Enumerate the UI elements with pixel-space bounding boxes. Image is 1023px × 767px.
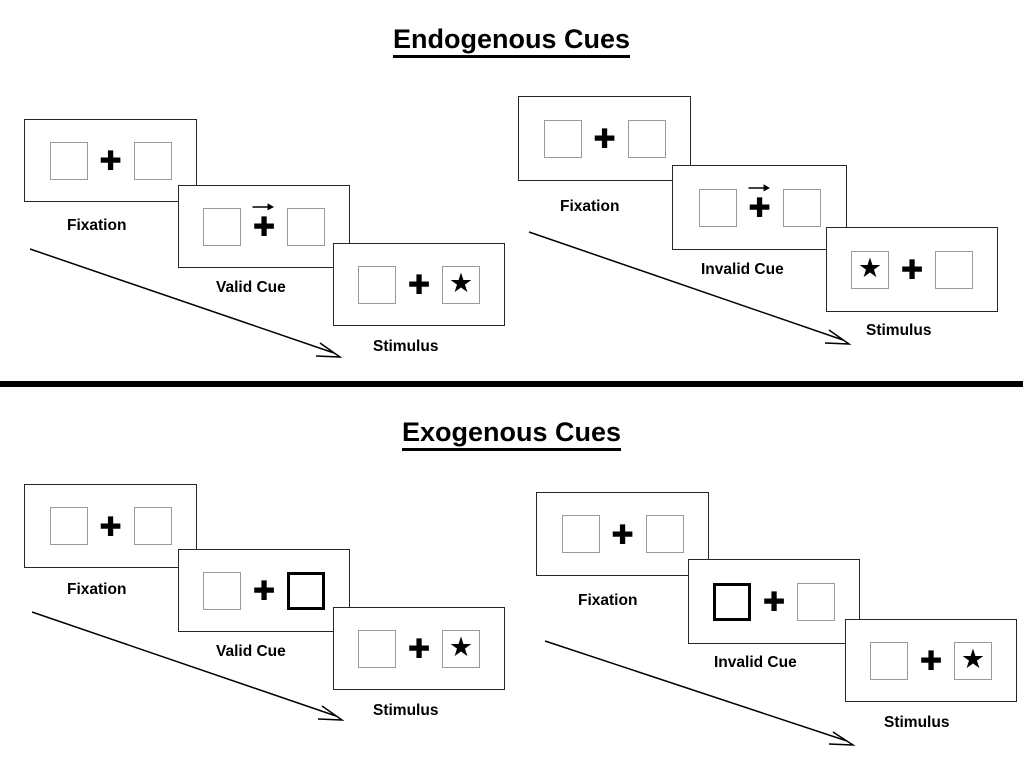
frame-exogenous-valid-stimulus: ✚ ★ <box>333 607 505 690</box>
left-box-cued <box>713 582 751 621</box>
fixation-cross-icon: ✚ <box>762 587 786 618</box>
fixation-cross-slot: ✚ <box>582 116 628 162</box>
right-box <box>133 507 172 545</box>
time-arrow-exogenous-invalid <box>544 640 856 746</box>
fixation-cross-icon: ✚ <box>252 212 276 243</box>
frame-label-exogenous-invalid-fixation: Fixation <box>578 592 638 609</box>
left-box <box>49 141 88 180</box>
cue-arrow-right-icon <box>252 202 275 210</box>
frame-exogenous-invalid-stimulus: ✚ ★ <box>845 619 1017 702</box>
left-box <box>358 629 396 668</box>
left-box <box>358 265 396 304</box>
frame-label-endogenous-valid-stimulus: Stimulus <box>373 338 439 355</box>
frame-label-endogenous-invalid-stimulus: Stimulus <box>866 322 932 339</box>
fixation-cross-icon: ✚ <box>407 270 431 301</box>
frame-label-exogenous-valid-cue: Valid Cue <box>216 643 286 660</box>
left-box <box>203 207 241 246</box>
right-box <box>645 515 684 553</box>
right-box <box>627 119 666 158</box>
frame-endogenous-invalid-fixation: ✚ <box>518 96 691 181</box>
left-box <box>870 641 908 680</box>
fixation-cross-icon: ✚ <box>919 646 943 677</box>
frame-label-exogenous-invalid-cue: Invalid Cue <box>714 654 797 671</box>
right-box <box>287 207 325 246</box>
fixation-cross-slot: ✚ <box>751 579 797 625</box>
left-box <box>561 515 600 553</box>
target-star-icon: ★ <box>960 644 986 675</box>
section-divider <box>0 381 1023 387</box>
cue-arrow-right-icon <box>748 183 770 191</box>
fixation-cross-slot: ✚ <box>88 138 134 184</box>
frame-endogenous-valid-fixation: ✚ <box>24 119 197 202</box>
frame-label-endogenous-invalid-cue: Invalid Cue <box>701 261 784 278</box>
right-box <box>133 141 172 180</box>
frame-label-endogenous-valid-fixation: Fixation <box>67 217 127 234</box>
frame-label-exogenous-valid-stimulus: Stimulus <box>373 702 439 719</box>
right-box <box>782 188 821 227</box>
left-box <box>49 507 88 545</box>
fixation-cross-slot: ✚ <box>600 511 646 557</box>
fixation-cross-slot: ✚ <box>396 262 442 308</box>
fixation-cross-icon: ✚ <box>407 634 431 665</box>
fixation-cross-slot: ✚ <box>241 202 287 250</box>
frame-label-exogenous-valid-fixation: Fixation <box>67 581 127 598</box>
fixation-cross-slot: ✚ <box>88 503 134 549</box>
frame-exogenous-valid-fixation: ✚ <box>24 484 197 568</box>
fixation-cross-icon: ✚ <box>611 519 634 551</box>
left-box <box>203 571 241 610</box>
target-star-icon: ★ <box>448 268 474 299</box>
target-star-icon: ★ <box>857 253 883 284</box>
target-star-icon: ★ <box>448 632 474 663</box>
frame-endogenous-invalid-stimulus: ★ ✚ <box>826 227 998 312</box>
left-box-with-target: ★ <box>851 250 889 289</box>
frame-endogenous-invalid-cue: ✚ <box>672 165 847 250</box>
right-box-with-target: ★ <box>442 265 480 304</box>
fixation-cross-slot: ✚ <box>737 183 783 231</box>
right-box-cued <box>287 571 325 610</box>
section-title-endogenous: Endogenous Cues <box>0 24 1023 58</box>
section-title-endogenous-text: Endogenous Cues <box>392 24 630 58</box>
fixation-cross-icon: ✚ <box>99 146 122 177</box>
fixation-cross-slot: ✚ <box>889 247 935 293</box>
right-box <box>935 250 973 289</box>
fixation-cross-icon: ✚ <box>900 255 924 286</box>
right-box-with-target: ★ <box>954 641 992 680</box>
frame-exogenous-valid-cue: ✚ <box>178 549 350 632</box>
fixation-cross-slot: ✚ <box>241 568 287 614</box>
frame-endogenous-valid-cue: ✚ <box>178 185 350 268</box>
left-box <box>698 188 737 227</box>
section-title-exogenous: Exogenous Cues <box>0 417 1023 451</box>
frame-exogenous-invalid-fixation: ✚ <box>536 492 709 576</box>
fixation-cross-icon: ✚ <box>99 511 122 543</box>
fixation-cross-icon: ✚ <box>252 576 276 607</box>
left-box <box>543 119 582 158</box>
fixation-cross-icon: ✚ <box>748 193 771 224</box>
frame-exogenous-invalid-cue: ✚ <box>688 559 860 644</box>
frame-endogenous-valid-stimulus: ✚ ★ <box>333 243 505 326</box>
right-box <box>797 582 835 621</box>
fixation-cross-slot: ✚ <box>908 638 954 684</box>
frame-label-endogenous-valid-cue: Valid Cue <box>216 279 286 296</box>
section-title-exogenous-text: Exogenous Cues <box>401 417 622 451</box>
fixation-cross-icon: ✚ <box>593 124 616 155</box>
right-box-with-target: ★ <box>442 629 480 668</box>
frame-label-endogenous-invalid-fixation: Fixation <box>560 198 620 215</box>
frame-label-exogenous-invalid-stimulus: Stimulus <box>884 714 950 731</box>
fixation-cross-slot: ✚ <box>396 626 442 672</box>
